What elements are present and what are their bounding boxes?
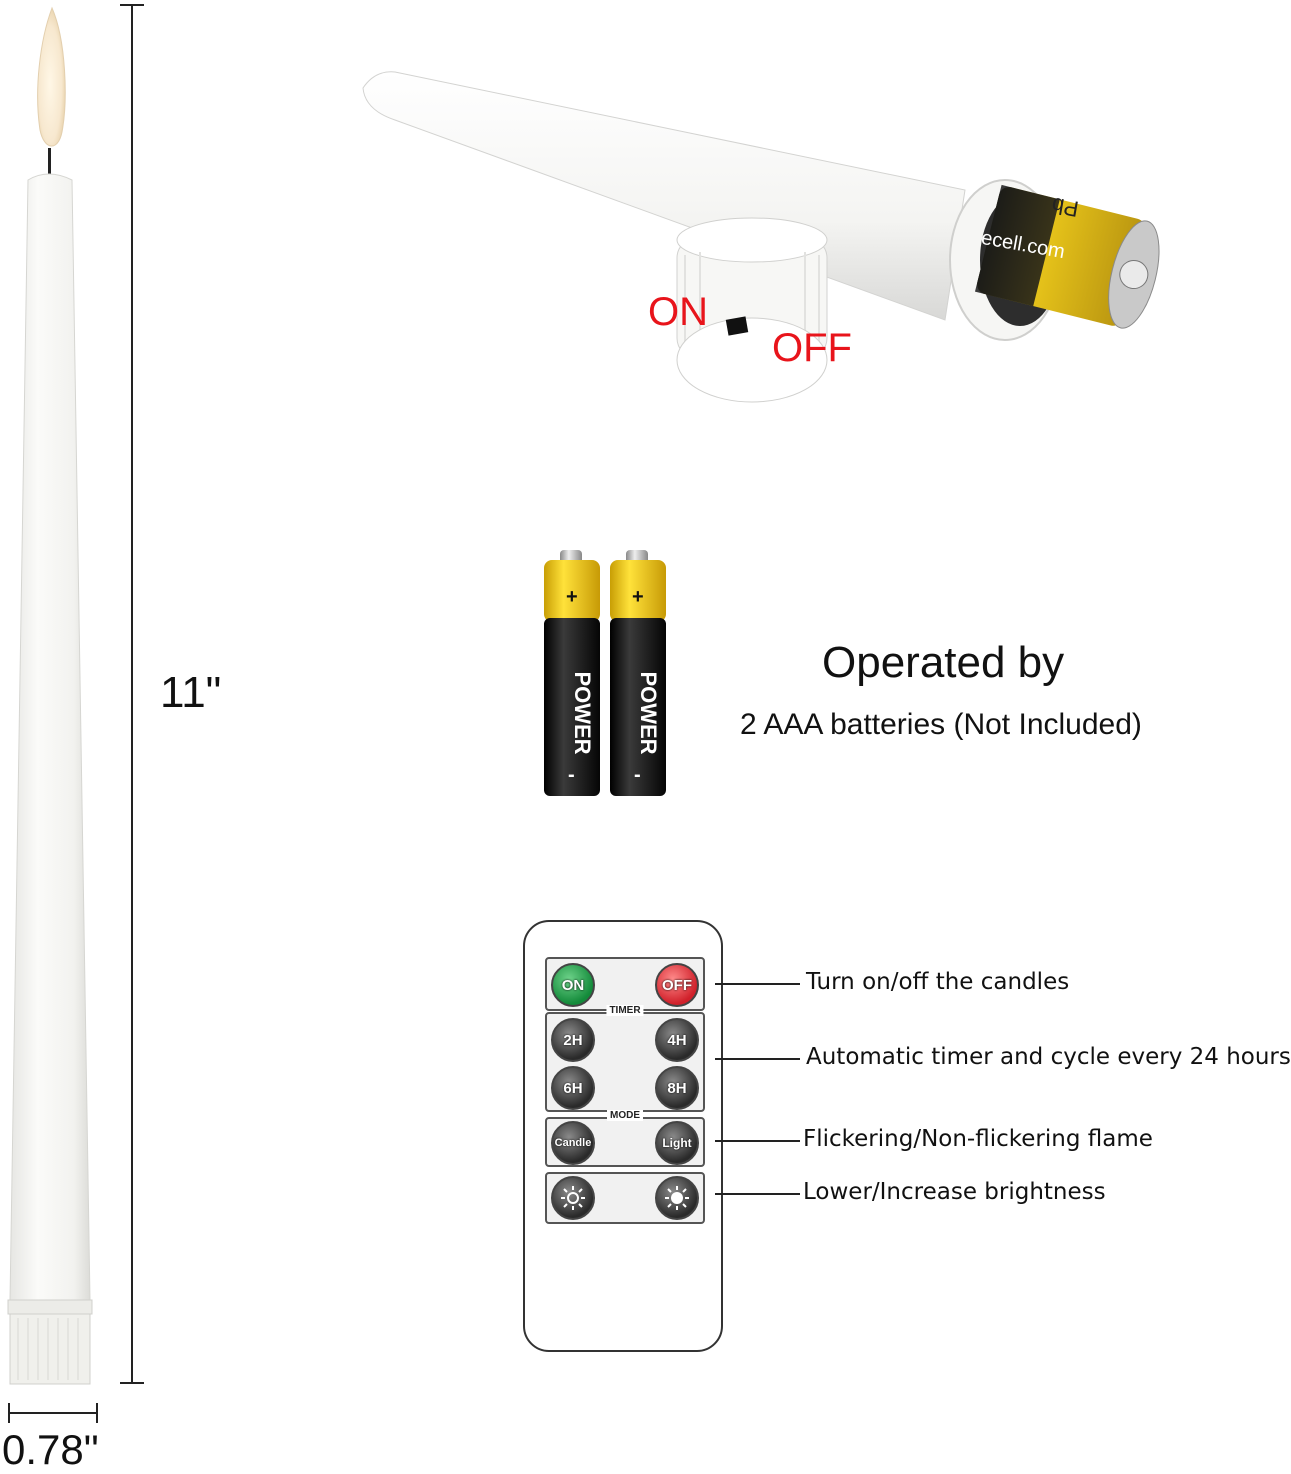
battery1-minus: - [568, 764, 575, 786]
sun-bright-icon [665, 1186, 689, 1210]
operated-by-title: Operated by [822, 638, 1065, 687]
callout-timer: Automatic timer and cycle every 24 hours [806, 1044, 1291, 1070]
callout-line-brightness [715, 1193, 800, 1195]
height-label: 11" [160, 668, 222, 717]
battery1-brand: POWER [570, 671, 595, 755]
batteries-note: 2 AAA batteries (Not Included) [740, 708, 1142, 741]
timer-6h-button[interactable]: 6H [551, 1066, 595, 1110]
callout-brightness: Lower/Increase brightness [803, 1179, 1106, 1205]
battery2-brand: POWER [636, 671, 661, 755]
timer-panel: TIMER 2H 4H 6H 8H [545, 1005, 705, 1112]
switch-on-label: ON [648, 290, 708, 334]
timer-2h-button[interactable]: 2H [551, 1018, 595, 1062]
callout-power: Turn on/off the candles [806, 969, 1070, 995]
battery1-plus: + [566, 586, 578, 608]
remote-control: ON OFF TIMER 2H 4H 6H 8H MODE Candle Lig… [523, 920, 723, 1352]
callout-line-mode [715, 1140, 800, 1142]
brightness-down-button[interactable] [551, 1176, 595, 1220]
callout-mode: Flickering/Non-flickering flame [803, 1126, 1153, 1152]
taper-candle-image [7, 6, 93, 1385]
mode-label: MODE [607, 1110, 643, 1121]
on-button[interactable]: ON [551, 963, 595, 1007]
callout-line-timer [715, 1058, 800, 1060]
battery-pb-text: Pb [1050, 193, 1081, 222]
width-label: 0.78" [2, 1426, 99, 1473]
candle-battery-compartment-image: ecell.com Pb [362, 71, 1160, 403]
timer-4h-button[interactable]: 4H [655, 1018, 699, 1062]
mode-panel: MODE Candle Light [545, 1110, 705, 1167]
aaa-batteries-image [544, 550, 666, 796]
battery2-minus: - [634, 764, 641, 786]
callout-line-power [715, 983, 800, 985]
switch-off-label: OFF [772, 326, 852, 370]
brightness-up-button[interactable] [655, 1176, 699, 1220]
sun-dim-icon [561, 1186, 585, 1210]
timer-8h-button[interactable]: 8H [655, 1066, 699, 1110]
off-button[interactable]: OFF [655, 963, 699, 1007]
power-panel: ON OFF [545, 957, 705, 1011]
brightness-panel [545, 1172, 705, 1224]
candle-mode-button[interactable]: Candle [551, 1121, 595, 1165]
light-mode-button[interactable]: Light [655, 1121, 699, 1165]
timer-label: TIMER [606, 1005, 644, 1016]
battery2-plus: + [632, 586, 644, 608]
